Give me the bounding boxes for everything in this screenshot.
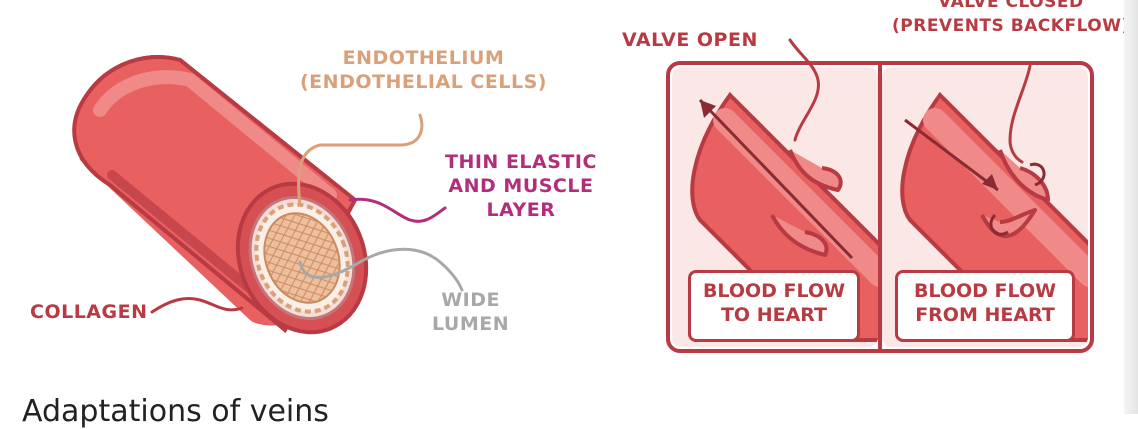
flow-arrow-backflow <box>904 118 999 192</box>
collagen-leader-line <box>150 297 244 314</box>
valve-flap-upper-open <box>788 149 843 192</box>
valve-closed-label-line2: (PREVENTS BACKFLOW) <box>892 16 1130 36</box>
muscle-leader-line <box>348 197 447 223</box>
lumen-label-line1: WIDE <box>441 289 500 311</box>
valve-open-leader-line <box>788 38 820 142</box>
swirl-arrow-lower <box>989 213 1009 236</box>
lumen-leader-line <box>298 247 464 292</box>
valve-open-label: VALVE OPEN <box>622 29 758 51</box>
muscle-layer-label-line3: LAYER <box>486 199 556 221</box>
collagen-label: COLLAGEN <box>30 301 148 323</box>
section-heading: Adaptations of veins <box>22 394 329 429</box>
lumen-label: WIDE LUMEN <box>432 288 509 336</box>
blood-flow-from-heart-line1: BLOOD FLOW <box>913 280 1057 302</box>
vein-segment-right-inner <box>923 108 1088 287</box>
valve-closed-leader-line <box>1008 64 1032 164</box>
flow-arrowhead-to-heart <box>700 100 716 118</box>
valve-flap-upper-closed <box>998 149 1050 202</box>
valve-closed-label-line1: VALVE CLOSED <box>938 0 1084 12</box>
vein-tube-highlight <box>93 70 337 202</box>
endothelium-label-line2: (ENDOTHELIAL CELLS) <box>300 71 547 93</box>
wide-lumen <box>263 212 341 304</box>
muscle-layer-label-line2: AND MUSCLE <box>448 175 594 197</box>
page-edge-strip <box>1124 0 1138 414</box>
endothelium-label: ENDOTHELIUM (ENDOTHELIAL CELLS) <box>300 46 547 94</box>
flow-arrow-to-heart <box>698 98 854 260</box>
lumen-label-line2: LUMEN <box>432 313 510 335</box>
vein-opening <box>235 181 369 335</box>
muscle-layer-label-line1: THIN ELASTIC <box>445 151 597 173</box>
swirl-arrow-upper <box>1029 162 1046 187</box>
valve-flap-lower-open <box>770 214 829 257</box>
blood-flow-from-heart-box: BLOOD FLOW FROM HEART <box>895 270 1075 342</box>
endothelium-label-line1: ENDOTHELIUM <box>342 47 505 69</box>
valve-closed-label: VALVE CLOSED (PREVENTS BACKFLOW) <box>892 0 1130 38</box>
blood-flow-to-heart-box: BLOOD FLOW TO HEART <box>688 270 860 342</box>
vein-segment-left-inner <box>713 108 878 287</box>
muscle-layer-label: THIN ELASTIC AND MUSCLE LAYER <box>445 150 597 222</box>
blood-flow-to-heart-line1: BLOOD FLOW <box>702 280 846 302</box>
blood-flow-to-heart-line2: TO HEART <box>720 304 828 326</box>
blood-flow-from-heart-line2: FROM HEART <box>915 304 1055 326</box>
flow-arrowhead-backflow <box>982 174 998 190</box>
endothelium-leader-line <box>297 113 424 207</box>
